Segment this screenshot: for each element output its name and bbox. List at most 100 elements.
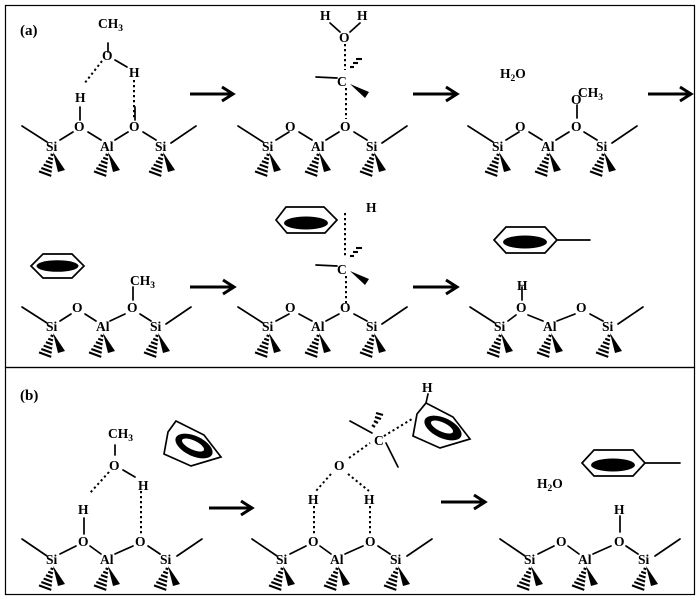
panel-b-label: (b) [20,388,38,404]
zeolite-framework [469,286,644,357]
zeolite-framework [237,125,408,176]
methyl-carbon-atom: C [374,433,384,448]
reaction-arrow-b1 [209,499,255,517]
bridging-oxygen-atom: O [308,534,319,549]
water-molecule: H2O [537,476,563,494]
bridging-oxygen-atom: O [78,534,89,549]
zeolite-framework [21,106,197,176]
benzene-ring [29,253,86,279]
methanol-oxygen-atom: O [334,458,345,473]
silicon-atom: Si [602,319,614,334]
silicon-atom: Si [46,319,58,334]
bridging-oxygen-atom: O [340,300,351,315]
reaction-arrow-a2 [413,85,460,103]
aluminium-atom: Al [311,319,325,334]
leaving-water-oxygen-atom: O [339,30,350,45]
panel-b-frame [4,366,696,596]
aluminium-atom: Al [100,139,114,154]
aluminium-atom: Al [578,552,592,567]
zeolite-framework [499,515,681,590]
benzene-ring [163,419,223,467]
silicon-atom: Si [638,552,650,567]
stage-a5-methylation-transition [237,206,408,357]
silicon-atom: Si [262,139,274,154]
silicon-atom: Si [366,139,378,154]
bridging-oxygen-atom: O [285,300,296,315]
benzene-ring [412,401,472,449]
bridging-oxygen-atom: O [576,300,587,315]
reaction-arrow-a3 [648,85,694,103]
water-hydrogen-atom: H [357,8,368,23]
bridging-oxygen-atom: O [515,119,526,134]
silicon-atom: Si [492,139,504,154]
silicon-atom: Si [276,552,288,567]
bridging-oxygen-atom: O [340,119,351,134]
methanol-oxygen-atom: O [109,458,120,473]
stage-a3-surface-methoxy [467,104,638,176]
zeolite-framework [21,517,203,590]
silicon-atom: Si [46,552,58,567]
bridging-oxygen-atom: O [74,119,85,134]
hydroxyl-hydrogen-atom: H [138,478,149,493]
methyl-carbon-atom: C [337,74,347,89]
aluminium-atom: Al [96,319,110,334]
stage-a4-benzene-approach [21,253,192,357]
aluminium-atom: Al [330,552,344,567]
reaction-arrow-a1 [190,85,236,103]
methyl-group: CH3 [578,85,603,103]
panel-a-label: (a) [20,23,38,39]
acidic-hydrogen-atom: H [364,492,375,507]
ring-hydrogen-atom: H [366,200,377,215]
methyl-carbon-atom: C [337,262,347,277]
stage-a1-methanol-adsorption [21,42,197,176]
water-hydrogen-atom: H [320,8,331,23]
reaction-arrow-a5 [413,278,460,296]
ring-hydrogen-atom: H [422,380,433,395]
aluminium-atom: Al [311,139,325,154]
bridging-oxygen-atom: O [365,534,376,549]
toluene-molecule [492,226,591,254]
stage-a2-transition-state [237,22,408,176]
methanol-oxygen-atom: O [102,48,113,63]
bridging-oxygen-atom: O [135,534,146,549]
aluminium-atom: Al [543,319,557,334]
methoxy-oxygen-atom: O [571,92,582,107]
benzene-ring [274,206,339,234]
acidic-hydrogen-atom: H [517,278,528,293]
bridging-oxygen-atom: O [556,534,567,549]
hydroxyl-hydrogen-atom: H [129,65,140,80]
zeolite-framework [251,538,433,590]
silicon-atom: Si [366,319,378,334]
silicon-atom: Si [160,552,172,567]
bridging-oxygen-atom: O [516,300,527,315]
bridging-oxygen-atom: O [614,534,625,549]
silicon-atom: Si [46,139,58,154]
silicon-atom: Si [155,139,167,154]
methyl-group: CH3 [108,426,133,444]
water-molecule: H2O [500,66,526,84]
stage-a6-toluene-product [469,226,644,357]
bridging-oxygen-atom: O [571,119,582,134]
zeolite-framework [467,104,638,176]
bridging-oxygen-atom: O [129,119,140,134]
bridging-oxygen-atom: O [127,300,138,315]
zeolite-framework [21,286,192,357]
aluminium-atom: Al [541,139,555,154]
acidic-hydrogen-atom: H [614,502,625,517]
silicon-atom: Si [524,552,536,567]
silicon-atom: Si [262,319,274,334]
silicon-atom: Si [494,319,506,334]
toluene-molecule [580,449,681,477]
acidic-hydrogen-atom: H [78,502,89,517]
stage-b3-products [499,449,681,590]
silicon-atom: Si [150,319,162,334]
silicon-atom: Si [390,552,402,567]
acidic-hydrogen-atom: H [308,492,319,507]
silicon-atom: Si [596,139,608,154]
acidic-hydrogen-atom: H [75,90,86,105]
bridging-oxygen-atom: O [285,119,296,134]
reaction-arrow-b2 [441,493,488,511]
zeolite-framework [237,306,408,357]
